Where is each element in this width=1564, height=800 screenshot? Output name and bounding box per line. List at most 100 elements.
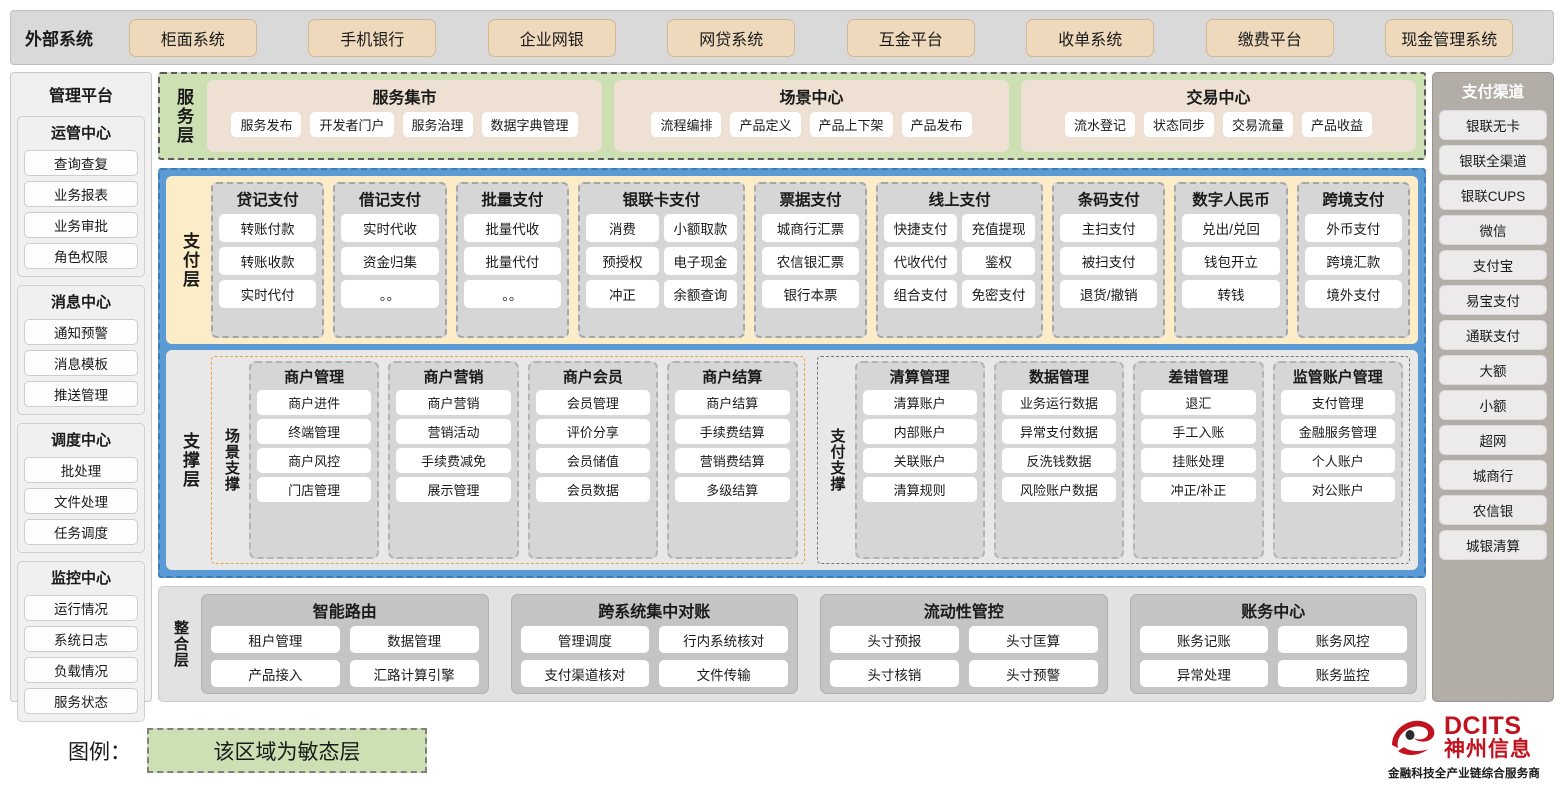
pay-feature-cell[interactable]: 城商行汇票: [761, 214, 860, 242]
integration-feature-cell[interactable]: 租户管理: [211, 626, 340, 653]
pay-feature-cell[interactable]: 。。: [341, 280, 439, 308]
management-menu-item[interactable]: 批处理: [24, 457, 138, 483]
support-feature-cell[interactable]: 金融服务管理: [1280, 419, 1395, 444]
management-menu-item[interactable]: 查询查复: [24, 150, 138, 176]
pay-feature-cell[interactable]: 预授权: [585, 247, 659, 275]
management-menu-item[interactable]: 服务状态: [24, 688, 138, 714]
external-system-chip[interactable]: 缴费平台: [1205, 18, 1334, 57]
support-feature-cell[interactable]: 手工入账: [1141, 419, 1256, 444]
pay-feature-cell[interactable]: 转钱: [1182, 280, 1280, 308]
service-feature-chip[interactable]: 服务治理: [402, 112, 473, 137]
external-system-chip[interactable]: 企业网银: [487, 18, 616, 57]
pay-feature-cell[interactable]: 。。: [463, 280, 561, 308]
service-feature-chip[interactable]: 数据字典管理: [481, 112, 578, 137]
support-feature-cell[interactable]: 营销活动: [396, 419, 511, 444]
support-feature-cell[interactable]: 会员储值: [535, 448, 651, 473]
service-feature-chip[interactable]: 产品发布: [901, 112, 972, 137]
pay-feature-cell[interactable]: 免密支付: [962, 280, 1036, 308]
pay-feature-cell[interactable]: 电子现金: [663, 247, 737, 275]
support-feature-cell[interactable]: 商户营销: [396, 390, 511, 415]
support-feature-cell[interactable]: 对公账户: [1280, 477, 1395, 502]
pay-feature-cell[interactable]: 银行本票: [761, 280, 860, 308]
pay-feature-cell[interactable]: 快捷支付: [884, 214, 958, 242]
pay-feature-cell[interactable]: 冲正: [585, 280, 659, 308]
integration-feature-cell[interactable]: 账务记账: [1139, 626, 1269, 653]
pay-feature-cell[interactable]: 跨境汇款: [1304, 247, 1403, 275]
support-feature-cell[interactable]: 关联账户: [862, 448, 977, 473]
support-feature-cell[interactable]: 终端管理: [257, 419, 372, 444]
support-feature-cell[interactable]: 商户结算: [675, 390, 790, 415]
payment-channel-item[interactable]: 支付宝: [1439, 250, 1547, 280]
integration-feature-cell[interactable]: 支付渠道核对: [520, 660, 650, 687]
pay-feature-cell[interactable]: 小额取款: [663, 214, 737, 242]
service-feature-chip[interactable]: 服务发布: [231, 112, 302, 137]
payment-channel-item[interactable]: 农信银: [1439, 495, 1547, 525]
support-feature-cell[interactable]: 手续费减免: [396, 448, 511, 473]
support-feature-cell[interactable]: 内部账户: [862, 419, 977, 444]
service-feature-chip[interactable]: 流水登记: [1064, 112, 1135, 137]
integration-feature-cell[interactable]: 头寸核销: [830, 660, 959, 687]
management-menu-item[interactable]: 消息模板: [24, 350, 138, 376]
external-system-chip[interactable]: 手机银行: [308, 18, 437, 57]
pay-feature-cell[interactable]: 鉴权: [962, 247, 1036, 275]
integration-feature-cell[interactable]: 数据管理: [349, 626, 479, 653]
support-feature-cell[interactable]: 清算规则: [862, 477, 977, 502]
service-feature-chip[interactable]: 开发者门户: [310, 112, 394, 137]
pay-feature-cell[interactable]: 农信银汇票: [761, 247, 860, 275]
pay-feature-cell[interactable]: 批量代付: [463, 247, 561, 275]
pay-feature-cell[interactable]: 组合支付: [884, 280, 958, 308]
pay-feature-cell[interactable]: 被扫支付: [1060, 247, 1158, 275]
management-menu-item[interactable]: 业务审批: [24, 212, 138, 238]
pay-feature-cell[interactable]: 外币支付: [1304, 214, 1403, 242]
integration-feature-cell[interactable]: 管理调度: [520, 626, 650, 653]
support-feature-cell[interactable]: 营销费结算: [675, 448, 790, 473]
support-feature-cell[interactable]: 评价分享: [535, 419, 651, 444]
support-feature-cell[interactable]: 商户进件: [257, 390, 372, 415]
payment-channel-item[interactable]: 小额: [1439, 390, 1547, 420]
support-feature-cell[interactable]: 多级结算: [675, 477, 790, 502]
support-feature-cell[interactable]: 会员管理: [535, 390, 651, 415]
support-feature-cell[interactable]: 风险账户数据: [1001, 477, 1117, 502]
integration-feature-cell[interactable]: 头寸预报: [830, 626, 959, 653]
support-feature-cell[interactable]: 商户风控: [257, 448, 372, 473]
management-menu-item[interactable]: 业务报表: [24, 181, 138, 207]
pay-feature-cell[interactable]: 实时代付: [219, 280, 317, 308]
integration-feature-cell[interactable]: 产品接入: [211, 660, 340, 687]
pay-feature-cell[interactable]: 余额查询: [663, 280, 737, 308]
support-feature-cell[interactable]: 门店管理: [257, 477, 372, 502]
service-feature-chip[interactable]: 产品上下架: [809, 112, 893, 137]
service-feature-chip[interactable]: 产品收益: [1302, 112, 1373, 137]
management-menu-item[interactable]: 运行情况: [24, 595, 138, 621]
pay-feature-cell[interactable]: 实时代收: [341, 214, 439, 242]
external-system-chip[interactable]: 网贷系统: [667, 18, 796, 57]
integration-feature-cell[interactable]: 汇路计算引擎: [349, 660, 479, 687]
management-menu-item[interactable]: 文件处理: [24, 488, 138, 514]
pay-feature-cell[interactable]: 代收代付: [884, 247, 958, 275]
pay-feature-cell[interactable]: 消费: [585, 214, 659, 242]
integration-feature-cell[interactable]: 头寸预警: [968, 660, 1098, 687]
payment-channel-item[interactable]: 银联CUPS: [1439, 180, 1547, 210]
payment-channel-item[interactable]: 微信: [1439, 215, 1547, 245]
management-menu-item[interactable]: 角色权限: [24, 243, 138, 269]
pay-feature-cell[interactable]: 境外支付: [1304, 280, 1403, 308]
integration-feature-cell[interactable]: 账务风控: [1278, 626, 1407, 653]
integration-feature-cell[interactable]: 头寸匡算: [968, 626, 1098, 653]
service-feature-chip[interactable]: 交易流量: [1223, 112, 1294, 137]
pay-feature-cell[interactable]: 主扫支付: [1060, 214, 1158, 242]
integration-feature-cell[interactable]: 异常处理: [1139, 660, 1269, 687]
support-feature-cell[interactable]: 个人账户: [1280, 448, 1395, 473]
payment-channel-item[interactable]: 城银清算: [1439, 530, 1547, 560]
service-feature-chip[interactable]: 产品定义: [730, 112, 801, 137]
payment-channel-item[interactable]: 易宝支付: [1439, 285, 1547, 315]
external-system-chip[interactable]: 现金管理系统: [1385, 18, 1514, 57]
pay-feature-cell[interactable]: 钱包开立: [1182, 247, 1280, 275]
pay-feature-cell[interactable]: 兑出/兑回: [1182, 214, 1280, 242]
pay-feature-cell[interactable]: 批量代收: [463, 214, 561, 242]
service-feature-chip[interactable]: 流程编排: [651, 112, 722, 137]
external-system-chip[interactable]: 收单系统: [1026, 18, 1155, 57]
integration-feature-cell[interactable]: 行内系统核对: [659, 626, 788, 653]
management-menu-item[interactable]: 通知预警: [24, 319, 138, 345]
support-feature-cell[interactable]: 会员数据: [535, 477, 651, 502]
management-menu-item[interactable]: 负载情况: [24, 657, 138, 683]
management-menu-item[interactable]: 推送管理: [24, 381, 138, 407]
